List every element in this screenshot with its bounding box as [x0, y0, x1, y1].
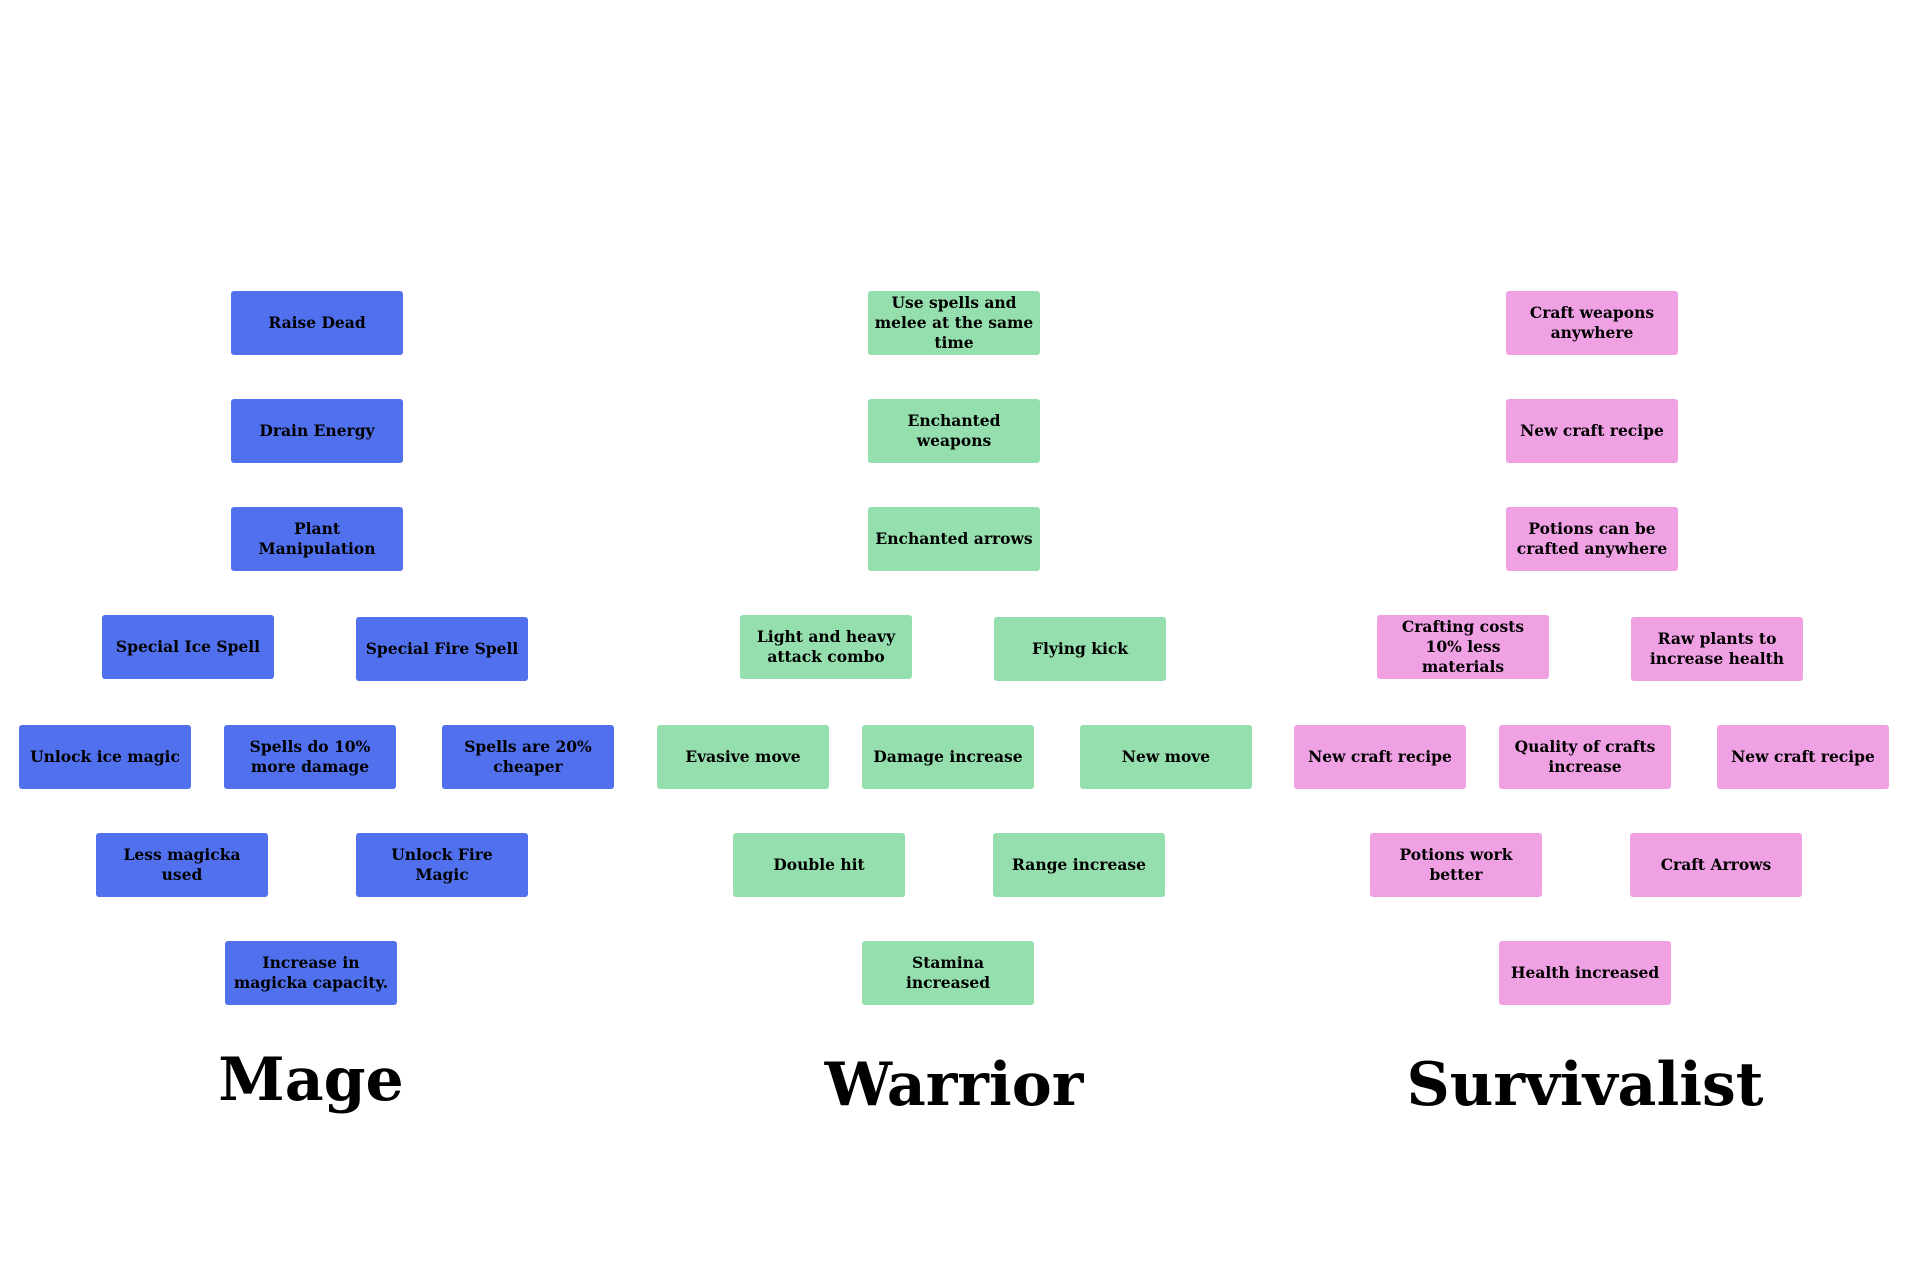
mage-node-magicka-capacity[interactable]: Increase in magicka capacity. [225, 941, 397, 1005]
mage-node-special-fire-spell[interactable]: Special Fire Spell [356, 617, 528, 681]
survivalist-node-craft-arrows[interactable]: Craft Arrows [1630, 833, 1802, 897]
survivalist-node-potions-work-better[interactable]: Potions work better [1370, 833, 1542, 897]
mage-node-unlock-ice-magic[interactable]: Unlock ice magic [19, 725, 191, 789]
mage-node-spells-more-damage[interactable]: Spells do 10% more damage [224, 725, 396, 789]
mage-node-less-magicka-used[interactable]: Less magicka used [96, 833, 268, 897]
survivalist-node-new-craft-recipe-2[interactable]: New craft recipe [1294, 725, 1466, 789]
survivalist-node-craft-weapons[interactable]: Craft weapons anywhere [1506, 291, 1678, 355]
mage-node-raise-dead[interactable]: Raise Dead [231, 291, 403, 355]
mage-node-special-ice-spell[interactable]: Special Ice Spell [102, 615, 274, 679]
mage-node-unlock-fire-magic[interactable]: Unlock Fire Magic [356, 833, 528, 897]
survivalist-tree-title: Survivalist [1406, 1050, 1764, 1120]
warrior-tree-title: Warrior [824, 1050, 1084, 1120]
warrior-node-double-hit[interactable]: Double hit [733, 833, 905, 897]
warrior-node-new-move[interactable]: New move [1080, 725, 1252, 789]
warrior-node-attack-combo[interactable]: Light and heavy attack combo [740, 615, 912, 679]
survivalist-node-raw-plants[interactable]: Raw plants to increase health [1631, 617, 1803, 681]
survivalist-node-crafting-costs[interactable]: Crafting costs 10% less materials [1377, 615, 1549, 679]
survivalist-node-new-craft-recipe-3[interactable]: New craft recipe [1717, 725, 1889, 789]
survivalist-node-health-increased[interactable]: Health increased [1499, 941, 1671, 1005]
warrior-node-enchanted-arrows[interactable]: Enchanted arrows [868, 507, 1040, 571]
mage-node-spells-cheaper[interactable]: Spells are 20% cheaper [442, 725, 614, 789]
warrior-node-enchanted-weapons[interactable]: Enchanted weapons [868, 399, 1040, 463]
mage-tree-title: Mage [218, 1045, 404, 1115]
mage-node-drain-energy[interactable]: Drain Energy [231, 399, 403, 463]
survivalist-node-potions-crafted[interactable]: Potions can be crafted anywhere [1506, 507, 1678, 571]
warrior-node-evasive-move[interactable]: Evasive move [657, 725, 829, 789]
warrior-node-stamina-increased[interactable]: Stamina increased [862, 941, 1034, 1005]
warrior-node-flying-kick[interactable]: Flying kick [994, 617, 1166, 681]
warrior-node-range-increase[interactable]: Range increase [993, 833, 1165, 897]
warrior-node-damage-increase[interactable]: Damage increase [862, 725, 1034, 789]
survivalist-node-new-craft-recipe-1[interactable]: New craft recipe [1506, 399, 1678, 463]
mage-node-plant-manipulation[interactable]: Plant Manipulation [231, 507, 403, 571]
survivalist-node-quality-of-crafts[interactable]: Quality of crafts increase [1499, 725, 1671, 789]
warrior-node-spells-and-melee[interactable]: Use spells and melee at the same time [868, 291, 1040, 355]
